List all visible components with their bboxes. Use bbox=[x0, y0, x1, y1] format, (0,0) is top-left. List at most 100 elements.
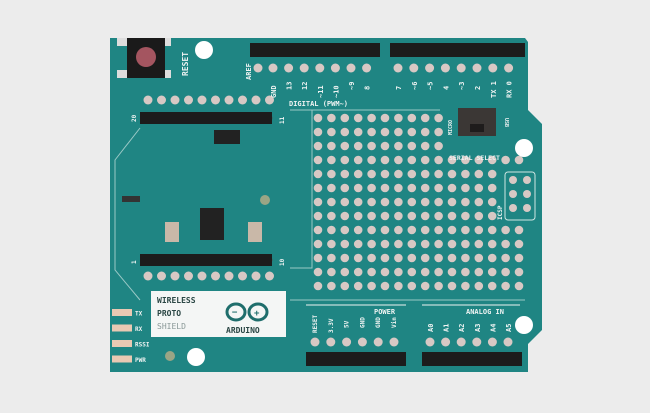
proto-hole bbox=[407, 197, 417, 207]
proto-hole bbox=[380, 281, 390, 291]
proto-hole bbox=[474, 155, 484, 165]
analog-header[interactable] bbox=[422, 352, 522, 366]
power-pin-label: 5V bbox=[344, 320, 351, 328]
analog-label: ANALOG IN bbox=[466, 308, 504, 316]
digital-pad bbox=[472, 63, 482, 73]
proto-hole bbox=[340, 281, 350, 291]
digital-pin-label: ~3 bbox=[458, 82, 466, 90]
proto-hole bbox=[514, 281, 524, 291]
proto-hole bbox=[501, 253, 510, 263]
digital-header-low[interactable] bbox=[390, 43, 525, 57]
proto-hole bbox=[327, 127, 336, 137]
proto-hole bbox=[474, 267, 484, 277]
proto-hole bbox=[434, 113, 443, 123]
power-header[interactable] bbox=[306, 352, 406, 366]
power-pad bbox=[326, 337, 336, 347]
proto-hole bbox=[327, 281, 336, 291]
proto-hole bbox=[461, 267, 470, 277]
proto-hole bbox=[447, 239, 457, 249]
proto-hole bbox=[313, 197, 323, 207]
power-pad bbox=[357, 337, 367, 347]
xbee-pin-label: 1 bbox=[131, 260, 138, 264]
digital-label: DIGITAL (PWM~) bbox=[289, 100, 348, 108]
test-point bbox=[260, 195, 270, 205]
proto-hole bbox=[407, 183, 417, 193]
proto-hole bbox=[487, 253, 497, 263]
led-label: RSSI bbox=[135, 342, 150, 349]
proto-hole bbox=[353, 239, 363, 249]
digital-pin-label: ~6 bbox=[411, 82, 419, 90]
digital-pad bbox=[284, 63, 294, 73]
proto-hole bbox=[327, 239, 336, 249]
proto-hole bbox=[420, 183, 430, 193]
proto-hole bbox=[327, 169, 336, 179]
proto-hole bbox=[394, 155, 403, 165]
proto-hole bbox=[407, 113, 417, 123]
analog-pin-label: A5 bbox=[505, 324, 513, 332]
digital-pad bbox=[440, 63, 450, 73]
xbee-pad bbox=[184, 271, 193, 281]
proto-hole bbox=[327, 267, 336, 277]
proto-hole bbox=[353, 281, 363, 291]
resistor-array bbox=[122, 196, 140, 202]
proto-hole bbox=[394, 197, 403, 207]
proto-hole bbox=[501, 267, 510, 277]
proto-hole bbox=[420, 211, 430, 221]
proto-hole bbox=[461, 169, 470, 179]
proto-hole bbox=[501, 239, 510, 249]
proto-hole bbox=[340, 211, 350, 221]
xbee-header-top bbox=[140, 112, 272, 124]
reset-button[interactable] bbox=[117, 38, 171, 78]
proto-hole bbox=[461, 197, 470, 207]
digital-pad bbox=[362, 63, 372, 73]
capacitor bbox=[165, 222, 179, 242]
proto-hole bbox=[420, 141, 430, 151]
proto-hole bbox=[313, 169, 323, 179]
proto-hole bbox=[340, 141, 350, 151]
power-pin-label: GND bbox=[359, 317, 366, 328]
icsp-pin bbox=[509, 190, 517, 198]
proto-hole bbox=[434, 211, 443, 221]
xbee-pad bbox=[265, 95, 274, 105]
proto-hole bbox=[447, 155, 457, 165]
proto-hole bbox=[313, 267, 323, 277]
digital-header-high[interactable] bbox=[250, 43, 380, 57]
proto-hole bbox=[327, 211, 336, 221]
led-rssi bbox=[112, 340, 132, 347]
proto-hole bbox=[474, 239, 484, 249]
proto-hole bbox=[474, 211, 484, 221]
analog-pin-label: A4 bbox=[489, 324, 497, 332]
proto-hole bbox=[461, 253, 470, 263]
proto-hole bbox=[447, 197, 457, 207]
proto-hole bbox=[461, 239, 470, 249]
proto-hole bbox=[367, 239, 376, 249]
proto-hole bbox=[487, 239, 497, 249]
proto-hole bbox=[353, 127, 363, 137]
icsp-pin bbox=[523, 176, 531, 184]
xbee-pad bbox=[143, 271, 153, 281]
proto-hole bbox=[353, 225, 363, 235]
digital-pad bbox=[330, 63, 340, 73]
proto-hole bbox=[407, 239, 417, 249]
proto-hole bbox=[407, 155, 417, 165]
proto-hole bbox=[434, 155, 443, 165]
proto-hole bbox=[394, 183, 403, 193]
icsp-header[interactable] bbox=[504, 171, 536, 221]
proto-hole bbox=[380, 127, 390, 137]
switch-label-usb: USB bbox=[503, 118, 509, 127]
icsp-pin bbox=[509, 204, 517, 212]
power-pin-label: RESET bbox=[312, 315, 319, 333]
xbee-pad bbox=[184, 95, 193, 105]
proto-hole bbox=[313, 281, 323, 291]
proto-hole bbox=[380, 225, 390, 235]
power-pad bbox=[373, 337, 383, 347]
proto-hole bbox=[434, 197, 443, 207]
proto-hole bbox=[353, 141, 363, 151]
mounting-hole bbox=[195, 41, 213, 59]
proto-hole bbox=[407, 267, 417, 277]
analog-pin-label: A3 bbox=[474, 324, 482, 332]
proto-hole bbox=[367, 267, 376, 277]
product-name-line: SHIELD bbox=[157, 322, 186, 331]
icsp-pin bbox=[509, 176, 517, 184]
capacitor bbox=[248, 222, 262, 242]
